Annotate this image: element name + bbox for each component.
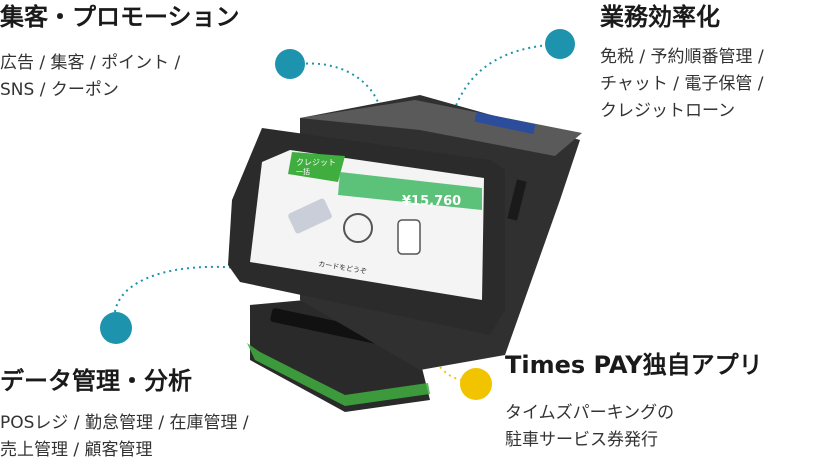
side-strip bbox=[507, 179, 527, 221]
efficiency-line-3: クレジットローン bbox=[600, 101, 736, 121]
phone-glyph bbox=[397, 219, 421, 255]
dot-promotion bbox=[275, 49, 305, 79]
efficiency-description: 免税 / 予約順番管理 / チャット / 電子保管 / クレジットローン bbox=[600, 44, 764, 125]
promotion-line-2: SNS / クーポン bbox=[0, 80, 119, 100]
data-line-1: POSレジ / 勤怠管理 / 在庫管理 / bbox=[0, 413, 249, 433]
device-base bbox=[250, 300, 430, 412]
dot-apps bbox=[460, 368, 492, 400]
device-base-green bbox=[247, 343, 430, 406]
promotion-line-1: 広告 / 集客 / ポイント / bbox=[0, 53, 181, 73]
promotion-title: 集客・プロモーション bbox=[0, 3, 240, 31]
screen-amount-bar bbox=[338, 172, 482, 210]
dot-efficiency bbox=[545, 29, 575, 59]
connector-promotion bbox=[299, 62, 381, 109]
apps-line-2: 駐車サービス券発行 bbox=[505, 430, 658, 450]
dot-data bbox=[100, 312, 132, 344]
screen-amount: ¥15,760 bbox=[402, 194, 461, 209]
device-top bbox=[300, 100, 582, 156]
data-line-2: 売上管理 / 顧客管理 bbox=[0, 440, 153, 460]
card-glyph-1 bbox=[288, 198, 332, 234]
apps-line-1: タイムズパーキングの bbox=[505, 403, 675, 423]
card-slot bbox=[270, 308, 390, 346]
top-display bbox=[474, 111, 536, 135]
screen-label-2: 一括 bbox=[296, 167, 310, 176]
data-title: データ管理・分析 bbox=[0, 367, 192, 395]
efficiency-line-2: チャット / 電子保管 / bbox=[600, 74, 764, 94]
nfc-glyph bbox=[343, 213, 373, 243]
connector-efficiency bbox=[454, 44, 549, 109]
efficiency-title: 業務効率化 bbox=[600, 3, 720, 31]
promotion-description: 広告 / 集客 / ポイント / SNS / クーポン bbox=[0, 50, 180, 104]
efficiency-line-1: 免税 / 予約順番管理 / bbox=[600, 47, 764, 67]
apps-description: タイムズパーキングの 駐車サービス券発行 bbox=[505, 400, 674, 454]
screen-label-1: クレジット bbox=[296, 158, 336, 167]
apps-title: Times PAY独自アプリ bbox=[505, 351, 763, 379]
connector-data bbox=[114, 265, 241, 313]
data-description: POSレジ / 勤怠管理 / 在庫管理 / 売上管理 / 顧客管理 bbox=[0, 410, 249, 464]
screen-corner-green bbox=[288, 152, 345, 182]
